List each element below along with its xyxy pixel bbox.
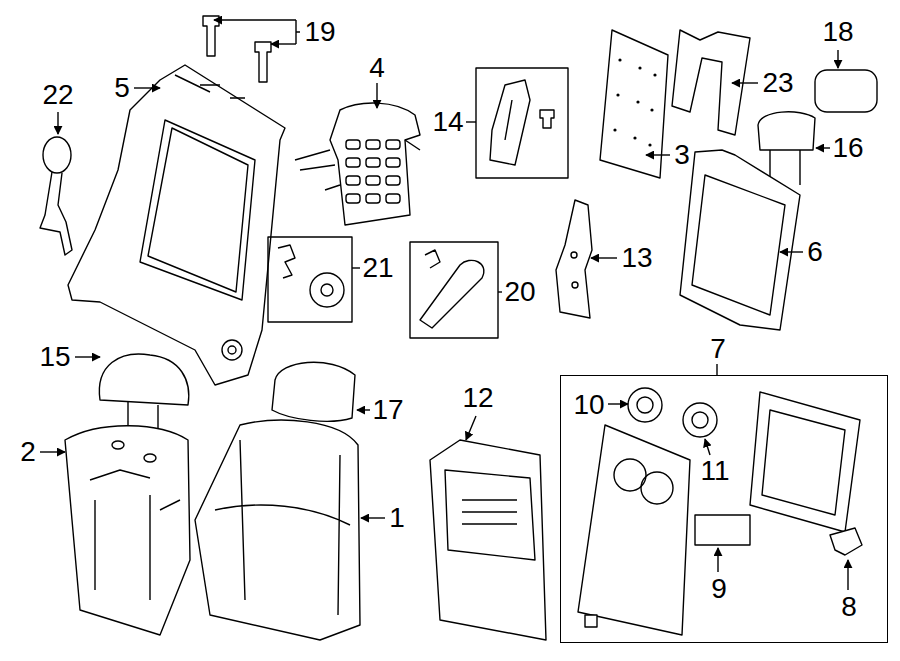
callout-number: 19 (304, 18, 335, 46)
callout-number: 3 (674, 141, 690, 169)
callout-number: 20 (504, 278, 535, 306)
callout-number: 5 (114, 74, 130, 102)
callout-number: 15 (39, 343, 70, 371)
callout-number: 11 (700, 457, 729, 485)
callout-number: 17 (372, 396, 403, 424)
callout-number: 7 (710, 335, 726, 363)
callout-number: 10 (573, 391, 604, 419)
callout-number: 4 (369, 54, 385, 82)
callout-number: 16 (832, 134, 863, 162)
callout-number: 12 (462, 384, 493, 412)
callout-number: 13 (621, 244, 652, 272)
callout-number: 23 (762, 69, 793, 97)
parts-group-box: 7101198 (560, 375, 888, 643)
callout-number: 9 (711, 575, 727, 603)
callout-number: 18 (822, 18, 853, 46)
callout-number: 21 (362, 254, 393, 282)
callout-number: 14 (432, 108, 463, 136)
callout-number: 1 (389, 504, 405, 532)
callout-number: 2 (20, 438, 36, 466)
leader-lines (40, 20, 848, 590)
callout-number: 6 (807, 238, 823, 266)
callout-number: 8 (841, 593, 857, 621)
callout-number: 22 (42, 81, 73, 109)
